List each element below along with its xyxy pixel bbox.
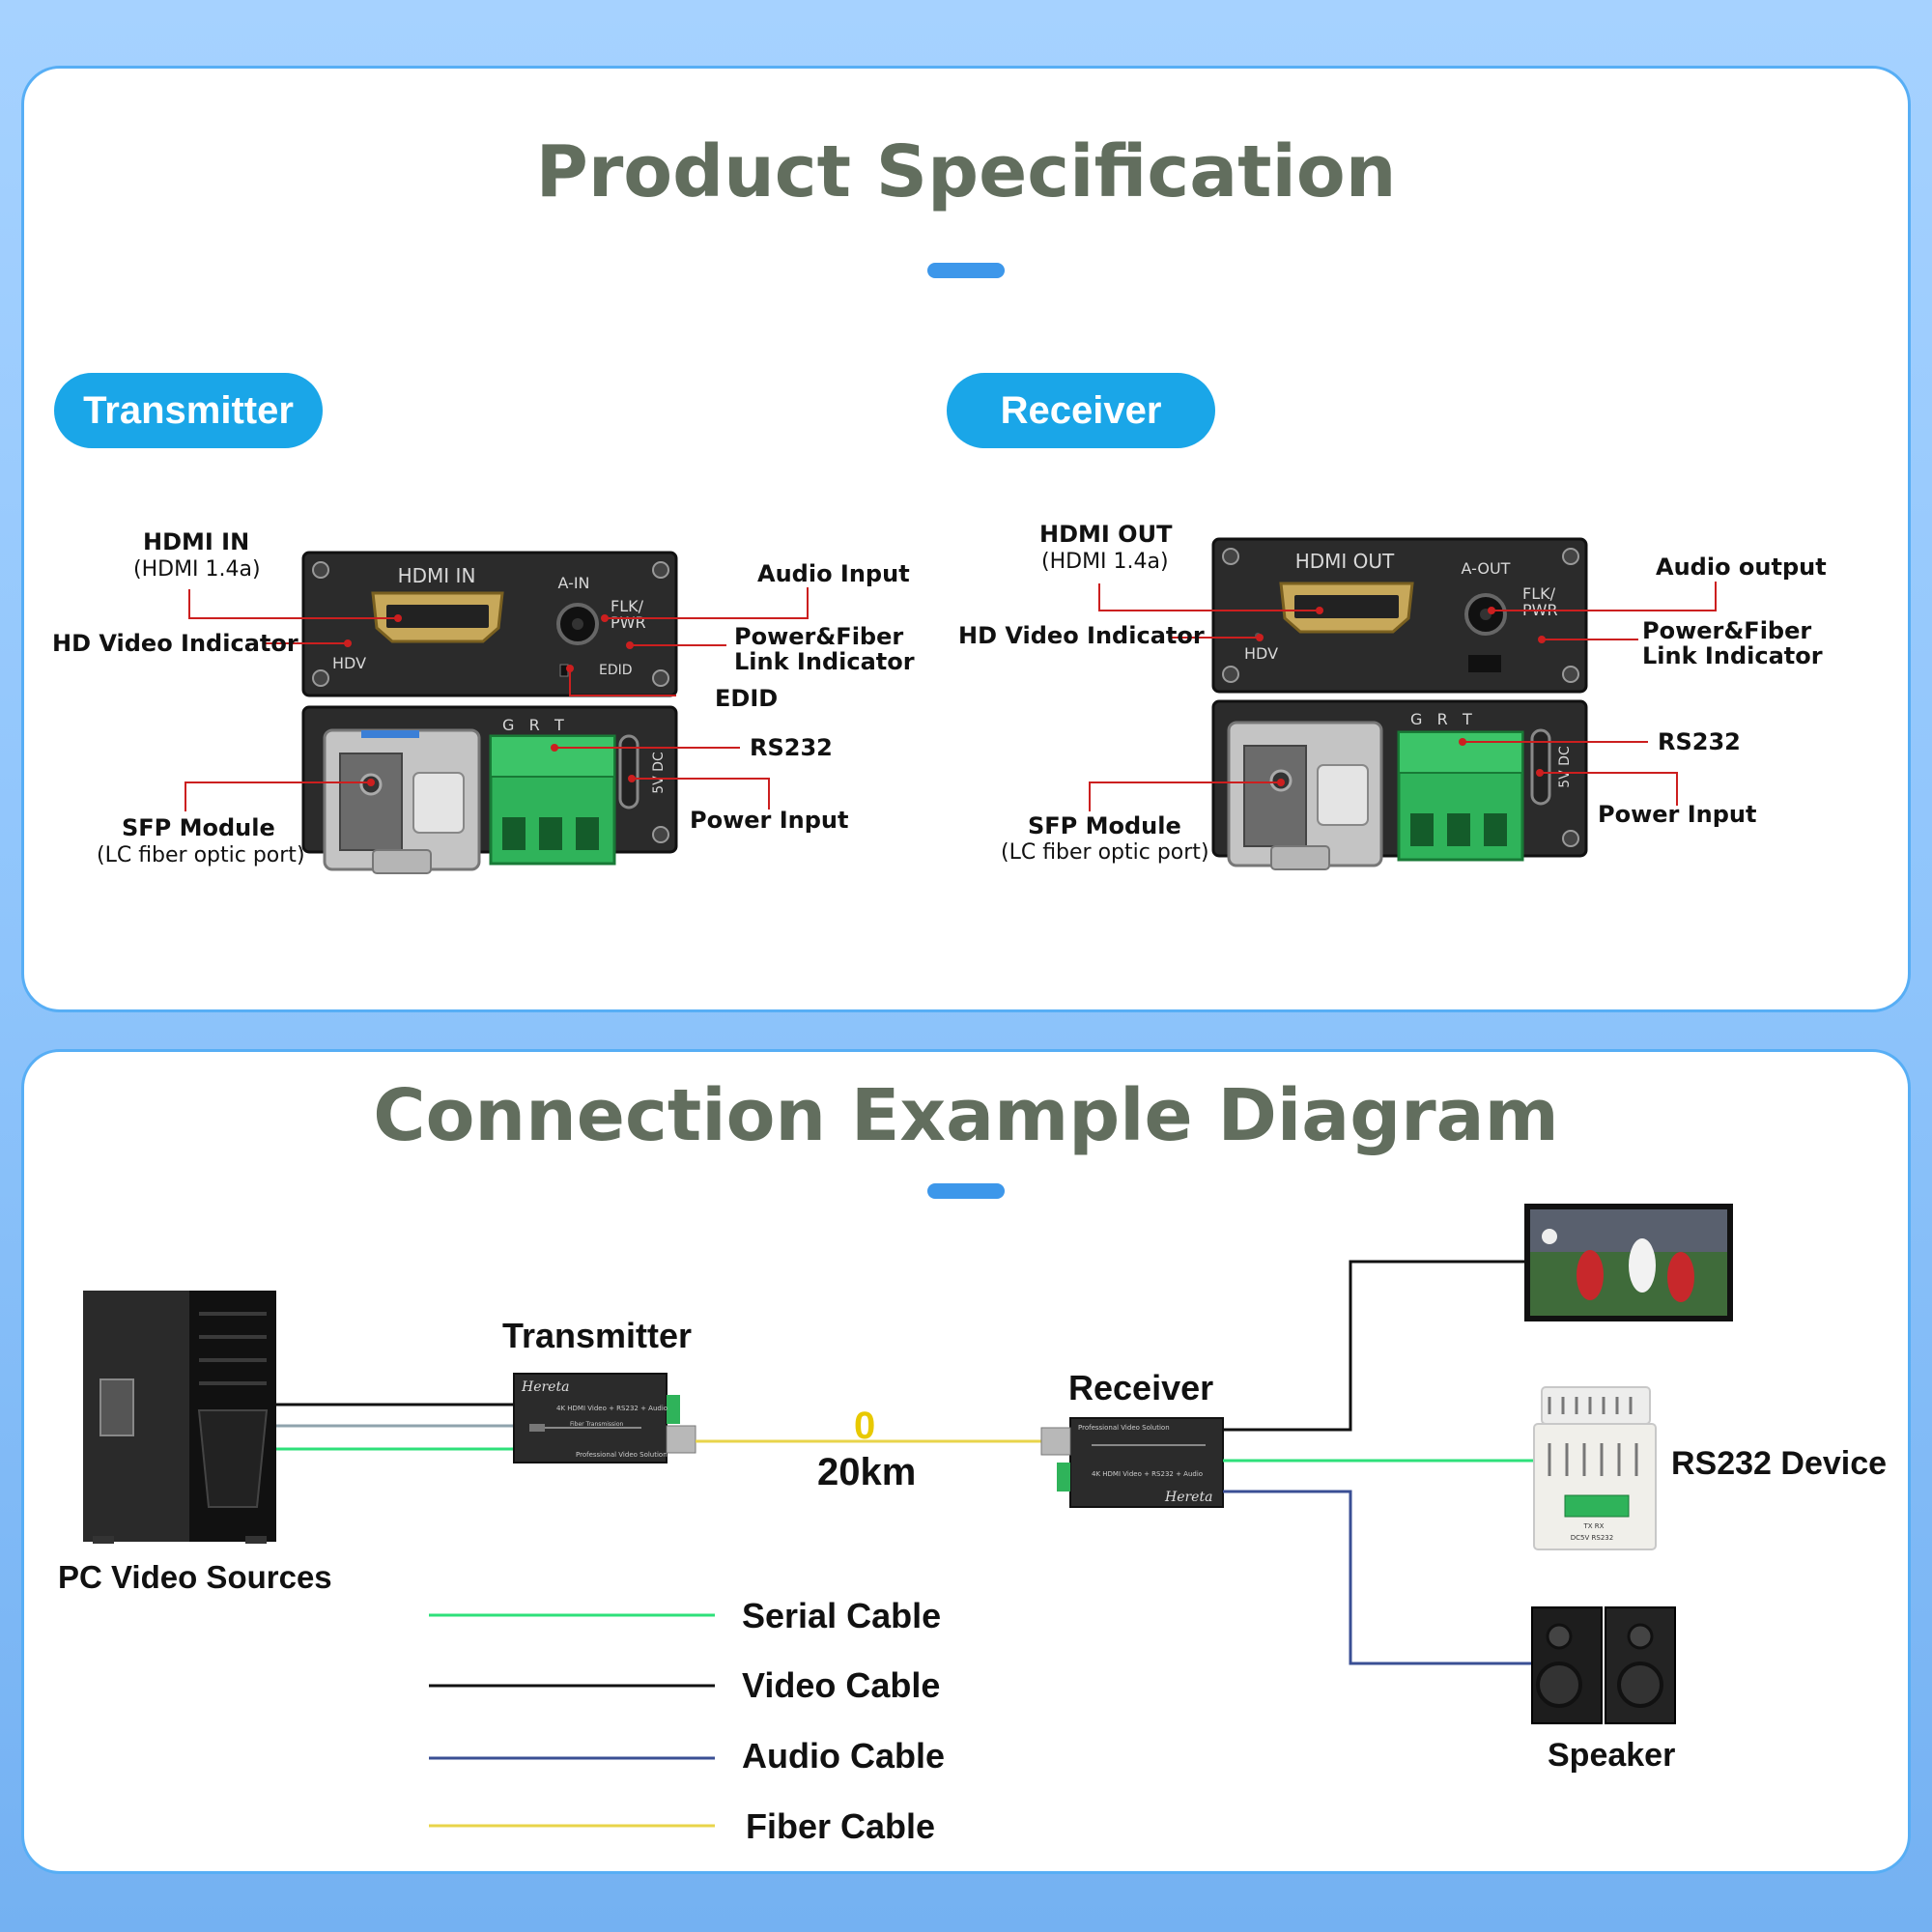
- tx-label-power-fiber-2: Link Indicator: [734, 648, 915, 675]
- rx-dev-dc-text: 5V DC: [1557, 746, 1573, 788]
- conn-label-receiver: Receiver: [1068, 1368, 1214, 1407]
- rs232-device-txrx: TX RX: [1583, 1522, 1605, 1530]
- tv-image: [1524, 1204, 1733, 1321]
- tx-dev-flk-text: FLK/: [611, 597, 644, 615]
- rx-dev-hdmi-text: HDMI OUT: [1295, 550, 1395, 573]
- conn-label-pc: PC Video Sources: [58, 1559, 332, 1595]
- pc-tower-image: [83, 1291, 276, 1544]
- tx-label-edid: EDID: [715, 685, 779, 712]
- rx-dev-hdv-text: HDV: [1244, 644, 1278, 663]
- rx-dev-grt-text: G R T: [1410, 710, 1472, 728]
- connection-title: Connection Example Diagram: [373, 1074, 1559, 1157]
- receiver-pill: Receiver: [947, 373, 1215, 448]
- rx-box-brand: Hereta: [1164, 1490, 1212, 1505]
- tx-dev-ain-text: A-IN: [557, 574, 589, 592]
- tx-label-sfp-sub: (LC fiber optic port): [97, 843, 305, 867]
- spec-title: Product Specification: [535, 130, 1397, 213]
- tx-dev-hdv-text: HDV: [332, 654, 366, 672]
- tx-dev-grt-text: G R T: [502, 716, 564, 734]
- tx-box-brand: Hereta: [521, 1379, 569, 1395]
- tx-label-audio-input: Audio Input: [757, 560, 910, 587]
- legend-label-audio: Audio Cable: [742, 1736, 946, 1776]
- tx-dev-edid-text: EDID: [599, 663, 633, 678]
- tx-label-hd-video: HD Video Indicator: [52, 630, 298, 657]
- tx-dev-dc-text: 5V DC: [651, 752, 667, 794]
- rx-box-line1: 4K HDMI Video + RS232 + Audio: [1092, 1470, 1203, 1478]
- conn-distance-bottom: 20km: [817, 1451, 917, 1493]
- rx-label-power-fiber-1: Power&Fiber: [1642, 617, 1812, 644]
- conn-distance-top: 0: [854, 1405, 876, 1447]
- rx-label-power-fiber-2: Link Indicator: [1642, 642, 1823, 669]
- legend-label-serial: Serial Cable: [742, 1596, 942, 1635]
- rs232-device-image: TX RX DC5V RS232: [1533, 1386, 1657, 1550]
- rx-label-hd-video: HD Video Indicator: [958, 622, 1205, 649]
- tx-label-rs232: RS232: [750, 734, 833, 761]
- rx-label-sfp-sub: (LC fiber optic port): [1001, 840, 1209, 865]
- conn-label-transmitter: Transmitter: [502, 1316, 693, 1355]
- connection-title-bar: [927, 1183, 1005, 1199]
- rx-label-hdmi-out: HDMI OUT: [1039, 521, 1173, 548]
- rx-box-line3: Professional Video Solution: [1078, 1424, 1170, 1432]
- receiver-box-image: Hereta 4K HDMI Video + RS232 + Audio Pro…: [1040, 1417, 1224, 1508]
- tx-label-power-fiber-1: Power&Fiber: [734, 623, 904, 650]
- legend-label-fiber: Fiber Cable: [746, 1806, 936, 1846]
- speaker-image: [1531, 1606, 1676, 1724]
- rx-dev-aout-text: A-OUT: [1462, 559, 1511, 578]
- transmitter-box-image: Hereta 4K HDMI Video + RS232 + Audio Fib…: [513, 1373, 696, 1463]
- rx-dev-flk-text: FLK/: [1522, 584, 1556, 603]
- conn-label-rs232-device: RS232 Device: [1671, 1445, 1888, 1482]
- legend-label-video: Video Cable: [742, 1665, 941, 1705]
- tx-label-power-input: Power Input: [690, 807, 849, 834]
- tx-label-hdmi-in-sub: (HDMI 1.4a): [133, 557, 261, 582]
- spec-title-bar: [927, 263, 1005, 278]
- tx-box-line1: 4K HDMI Video + RS232 + Audio: [556, 1405, 668, 1412]
- transmitter-pill: Transmitter: [54, 373, 323, 448]
- conn-label-speaker: Speaker: [1548, 1737, 1676, 1774]
- rx-label-sfp: SFP Module: [1028, 812, 1181, 839]
- tx-label-hdmi-in: HDMI IN: [143, 528, 250, 555]
- tx-label-sfp: SFP Module: [122, 814, 275, 841]
- tx-box-line2: Fiber Transmission: [570, 1421, 624, 1428]
- rx-label-rs232: RS232: [1658, 728, 1741, 755]
- tx-box-line3: Professional Video Solution: [576, 1451, 668, 1459]
- tx-dev-hdmi-text: HDMI IN: [398, 564, 476, 587]
- rx-label-audio-output: Audio output: [1656, 554, 1827, 581]
- rx-label-hdmi-out-sub: (HDMI 1.4a): [1041, 550, 1169, 574]
- rs232-device-print: DC5V RS232: [1571, 1534, 1613, 1542]
- rx-label-power-input: Power Input: [1598, 801, 1757, 828]
